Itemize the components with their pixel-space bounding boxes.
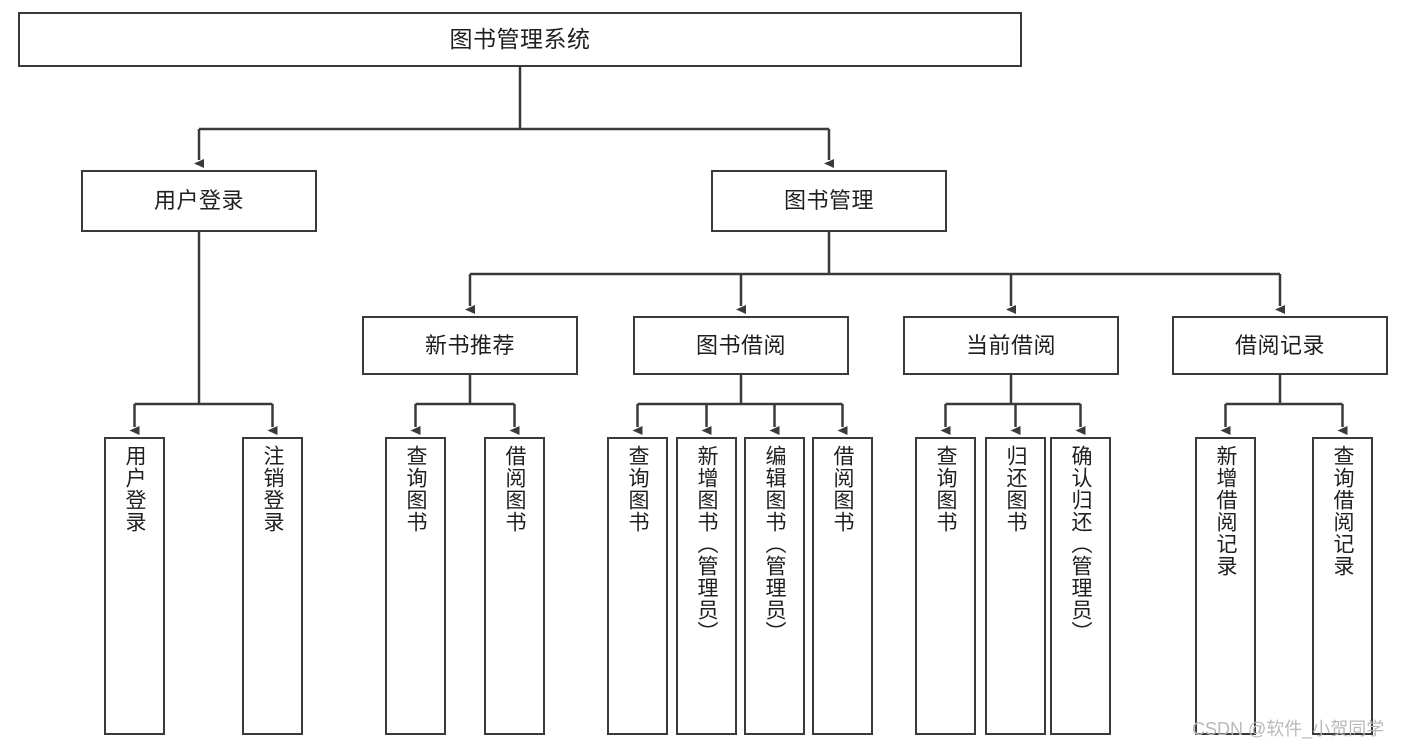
node-leaf-edit-book[interactable]: 编辑图书（管理员） [744,437,805,735]
node-book-borrow[interactable]: 图书借阅 [633,316,849,375]
node-label: 图书管理 [783,188,874,214]
node-label: 借阅图书 [503,445,526,533]
node-label: 新增借阅记录 [1214,445,1237,577]
node-user-login[interactable]: 用户登录 [81,170,317,232]
node-label: 用户登录 [123,445,146,533]
node-leaf-query-2[interactable]: 查询图书 [607,437,668,735]
node-new-book-rec[interactable]: 新书推荐 [362,316,578,375]
node-label: 确认归还（管理员） [1069,445,1092,643]
node-book-manage[interactable]: 图书管理 [711,170,947,232]
node-current-borrow[interactable]: 当前借阅 [903,316,1119,375]
node-borrow-record[interactable]: 借阅记录 [1172,316,1388,375]
node-label: 查询图书 [934,445,957,533]
node-label: 用户登录 [153,188,244,214]
node-label: 当前借阅 [965,332,1056,358]
node-leaf-add-rec[interactable]: 新增借阅记录 [1195,437,1256,735]
node-leaf-logout[interactable]: 注销登录 [242,437,303,735]
node-label: 归还图书 [1004,445,1027,533]
node-leaf-borrow-2[interactable]: 借阅图书 [812,437,873,735]
node-leaf-return[interactable]: 归还图书 [985,437,1046,735]
node-label: 借阅图书 [831,445,854,533]
node-label: 新增图书（管理员） [695,445,718,643]
watermark-label: CSDN @软件_小贺同学 [1192,719,1385,739]
connector-lines [129,67,1348,435]
node-leaf-query-3[interactable]: 查询图书 [915,437,976,735]
node-label: 查询图书 [626,445,649,533]
node-leaf-confirm[interactable]: 确认归还（管理员） [1050,437,1111,735]
node-leaf-query-rec[interactable]: 查询借阅记录 [1312,437,1373,735]
node-leaf-user-login[interactable]: 用户登录 [104,437,165,735]
node-label: 图书管理系统 [449,25,591,52]
node-label: 查询借阅记录 [1331,445,1354,577]
node-leaf-query-1[interactable]: 查询图书 [385,437,446,735]
node-label: 图书借阅 [695,332,786,358]
node-root[interactable]: 图书管理系统 [18,12,1022,67]
node-leaf-borrow-1[interactable]: 借阅图书 [484,437,545,735]
node-leaf-add-book[interactable]: 新增图书（管理员） [676,437,737,735]
node-label: 注销登录 [261,445,284,533]
node-label: 借阅记录 [1234,332,1325,358]
node-label: 查询图书 [404,445,427,533]
node-label: 新书推荐 [424,332,515,358]
node-label: 编辑图书（管理员） [763,445,786,643]
